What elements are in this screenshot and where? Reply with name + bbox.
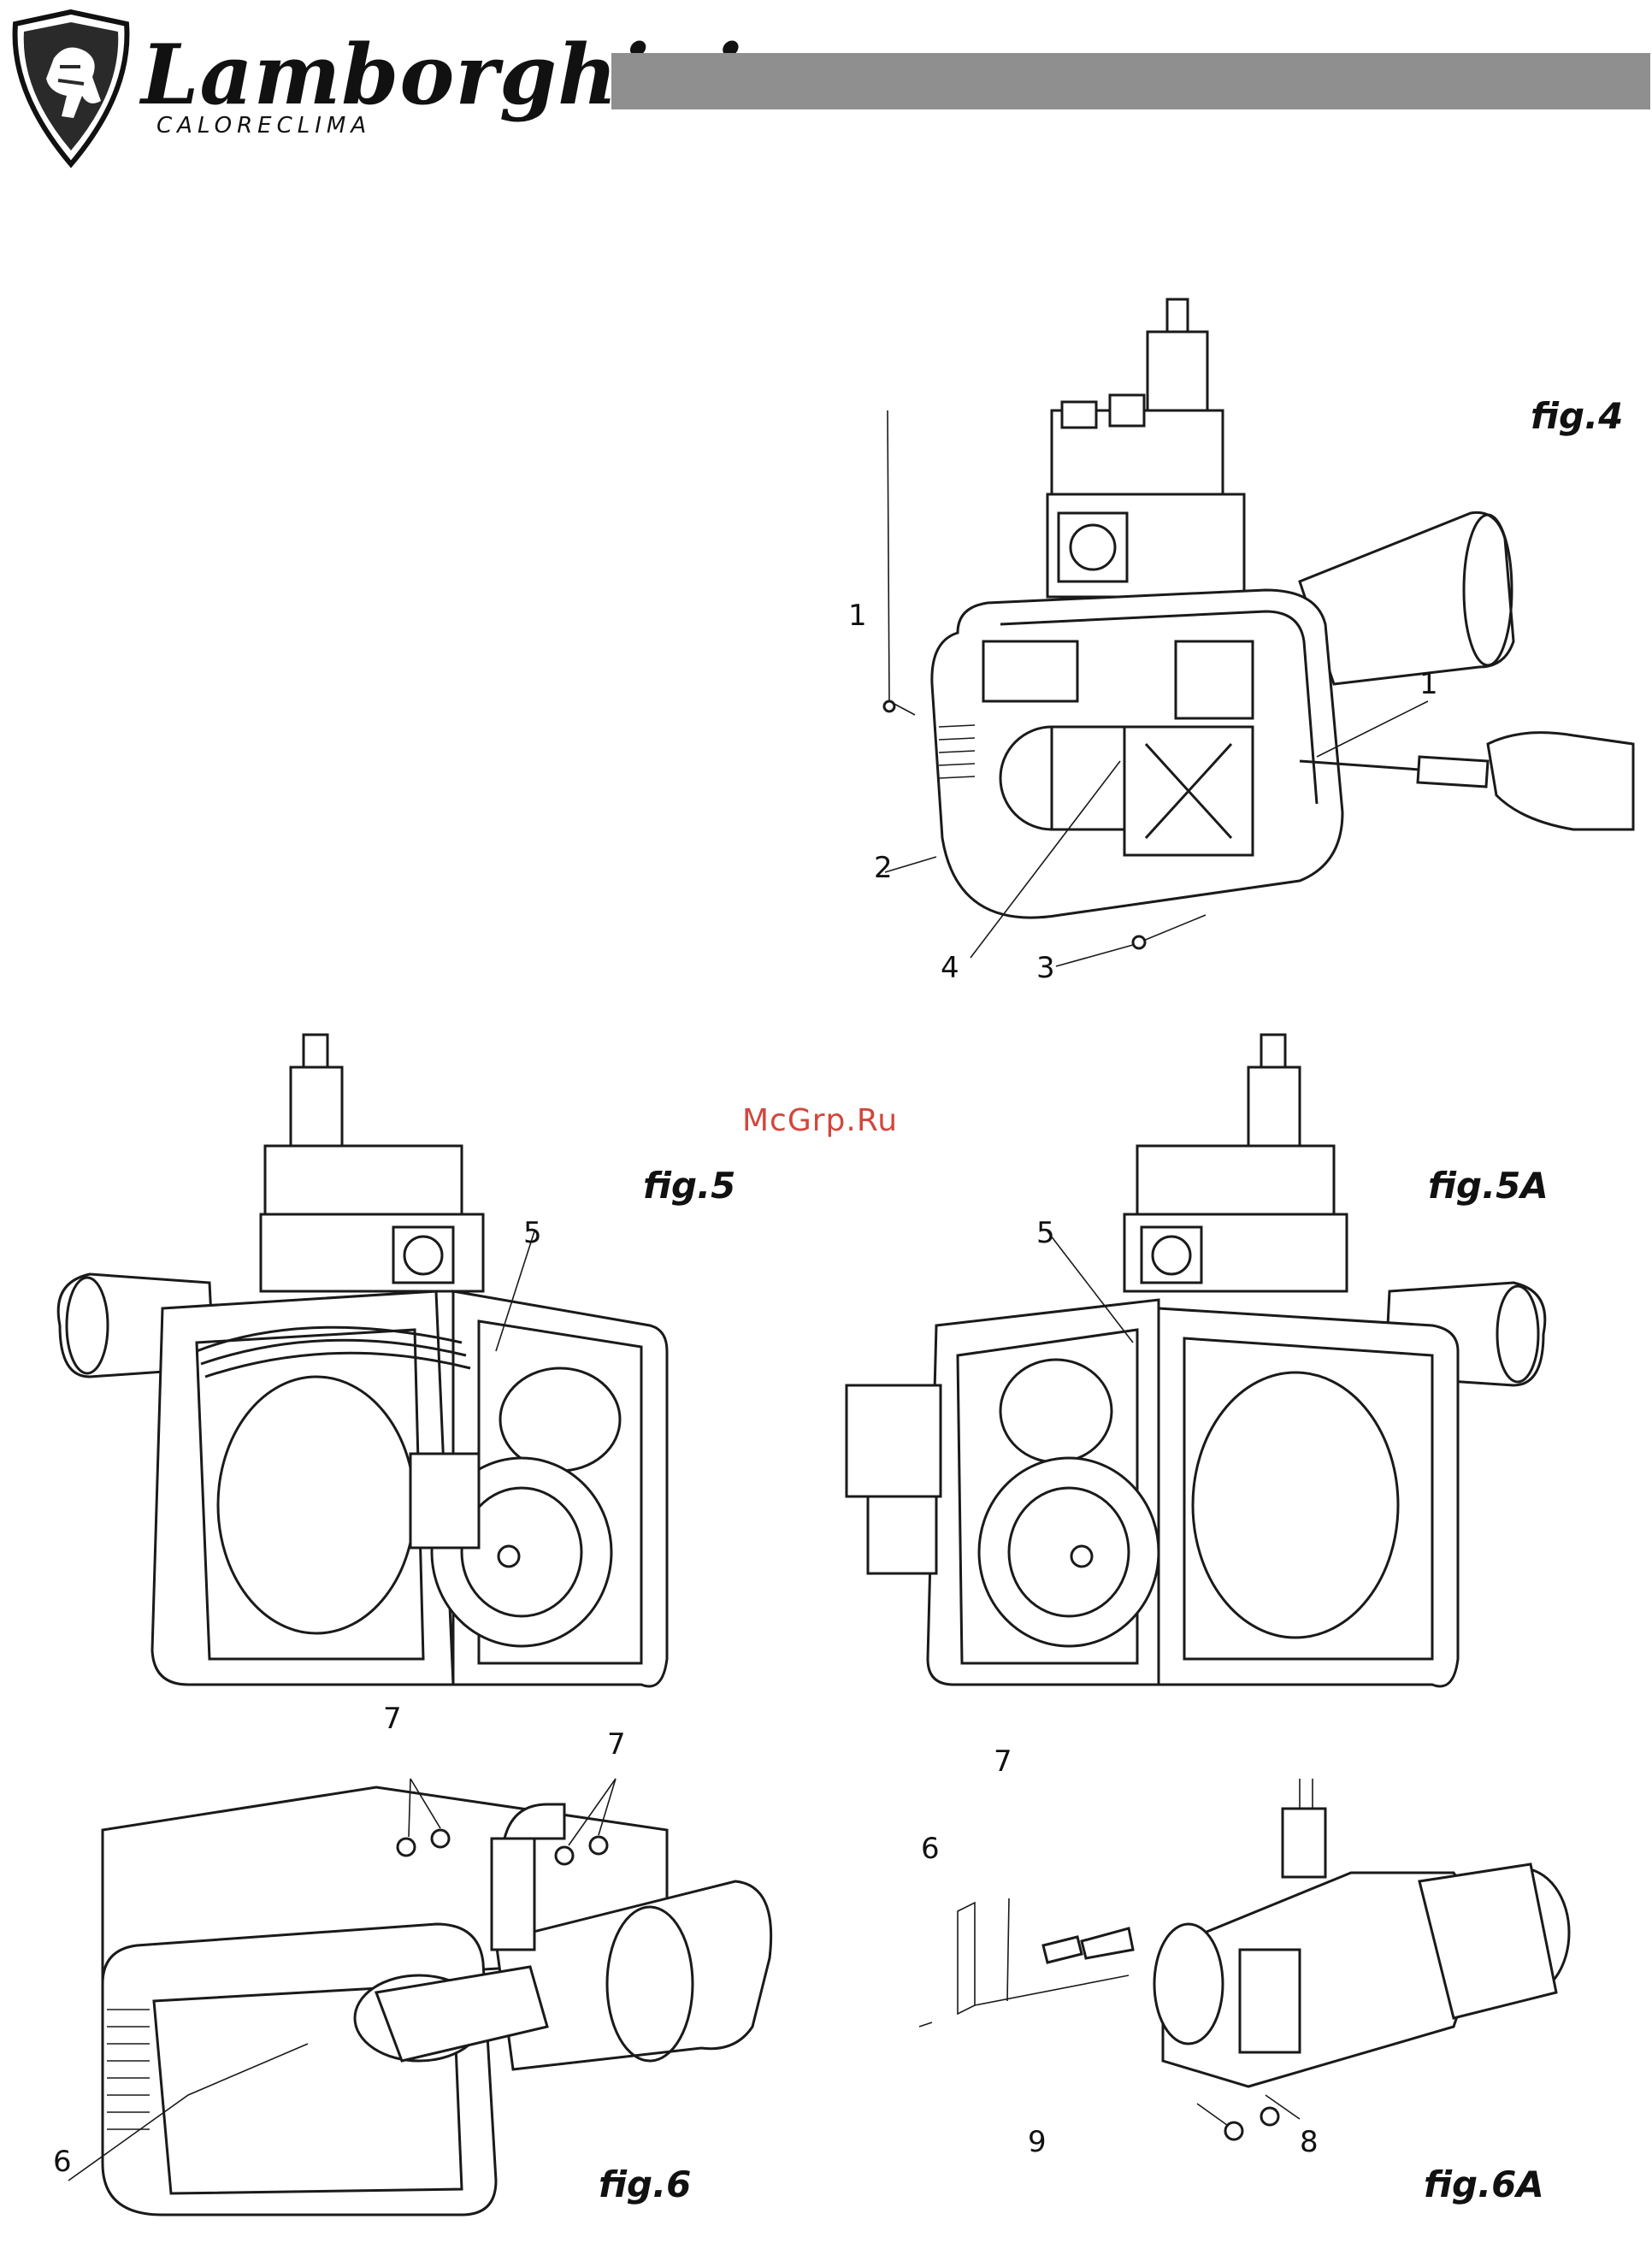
fig6a-callout-6: 6 (921, 1832, 940, 1866)
fig6a-callout-7: 7 (994, 1744, 1012, 1779)
fig4-callout-2: 2 (874, 851, 893, 885)
fig6a-callout-9: 9 (1028, 2125, 1047, 2159)
fig6-gas-connection-illustration (51, 1736, 778, 2232)
fig5-callout-5: 5 (523, 1216, 542, 1250)
fig6-callout-7-left: 7 (383, 1702, 402, 1736)
fig4-burner-illustration (838, 282, 1633, 992)
fig5-burner-open-illustration (51, 1026, 761, 1710)
fig5a-burner-open-illustration (842, 1026, 1552, 1710)
fig4-callout-3: 3 (1036, 951, 1055, 985)
header-accent-bar (611, 53, 1650, 109)
lamborghini-shield-logo (7, 7, 135, 169)
fig4-callout-4: 4 (941, 951, 959, 985)
brand-subtitle: CALORECLIMA (156, 113, 371, 139)
fig5a-callout-5: 5 (1036, 1216, 1055, 1250)
fig6-callout-6: 6 (53, 2145, 72, 2179)
fig6-callout-7-right: 7 (607, 1727, 626, 1762)
fig4-callout-1-right: 1 (1419, 667, 1438, 701)
fig4-callout-1-left: 1 (848, 599, 867, 633)
fig6a-gas-connection-illustration (906, 1779, 1608, 2206)
fig6a-callout-8: 8 (1300, 2125, 1319, 2159)
